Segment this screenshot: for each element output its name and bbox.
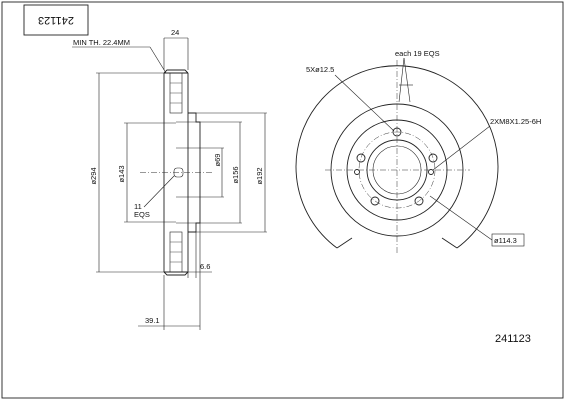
drawing-frame: [1, 1, 564, 399]
thickness-label: 24: [171, 28, 179, 37]
hub-diameter-label: ø156: [231, 166, 240, 183]
min-thickness-label: MIN TH. 22.4MM: [73, 38, 130, 47]
hat-depth-label: 6.6: [200, 262, 210, 271]
bolt-hole: [428, 153, 438, 163]
bolt-hole: [356, 153, 366, 163]
title-block: 241123: [23, 4, 89, 36]
bolt-hole: [414, 196, 424, 206]
part-label: 241123: [495, 333, 531, 345]
friction-inner-dia-label: ø192: [255, 167, 264, 184]
threaded-hole: [354, 169, 360, 175]
threads-label: 2XM8X1.25-6H: [490, 117, 541, 126]
outer-diameter-label: ø294: [89, 167, 98, 184]
title-block-part-number: 241123: [38, 14, 74, 26]
bolt-circle-label: ø143: [117, 165, 126, 182]
threaded-hole: [428, 169, 434, 175]
hub-bore-label: ø69: [213, 154, 222, 167]
side-section-view: MIN TH. 22.4MM 24 ø294 ø143 11 EQS ø69 ø…: [72, 28, 267, 330]
overall-height-label: 39.1: [145, 316, 160, 325]
vanes-count-label: 11: [134, 202, 142, 211]
pcd-label: ø114.3: [494, 236, 517, 245]
holes-label: 5Xø12.5: [306, 65, 334, 74]
bolt-hole: [370, 196, 380, 206]
hole-spacing-label: each 19 EQS: [395, 49, 440, 58]
vanes-eqs-label: EQS: [134, 210, 150, 219]
front-view: each 19 EQS 5Xø12.5 2XM8X1.25-6H ø114.3: [295, 49, 541, 255]
bolt-hole: [392, 127, 402, 137]
